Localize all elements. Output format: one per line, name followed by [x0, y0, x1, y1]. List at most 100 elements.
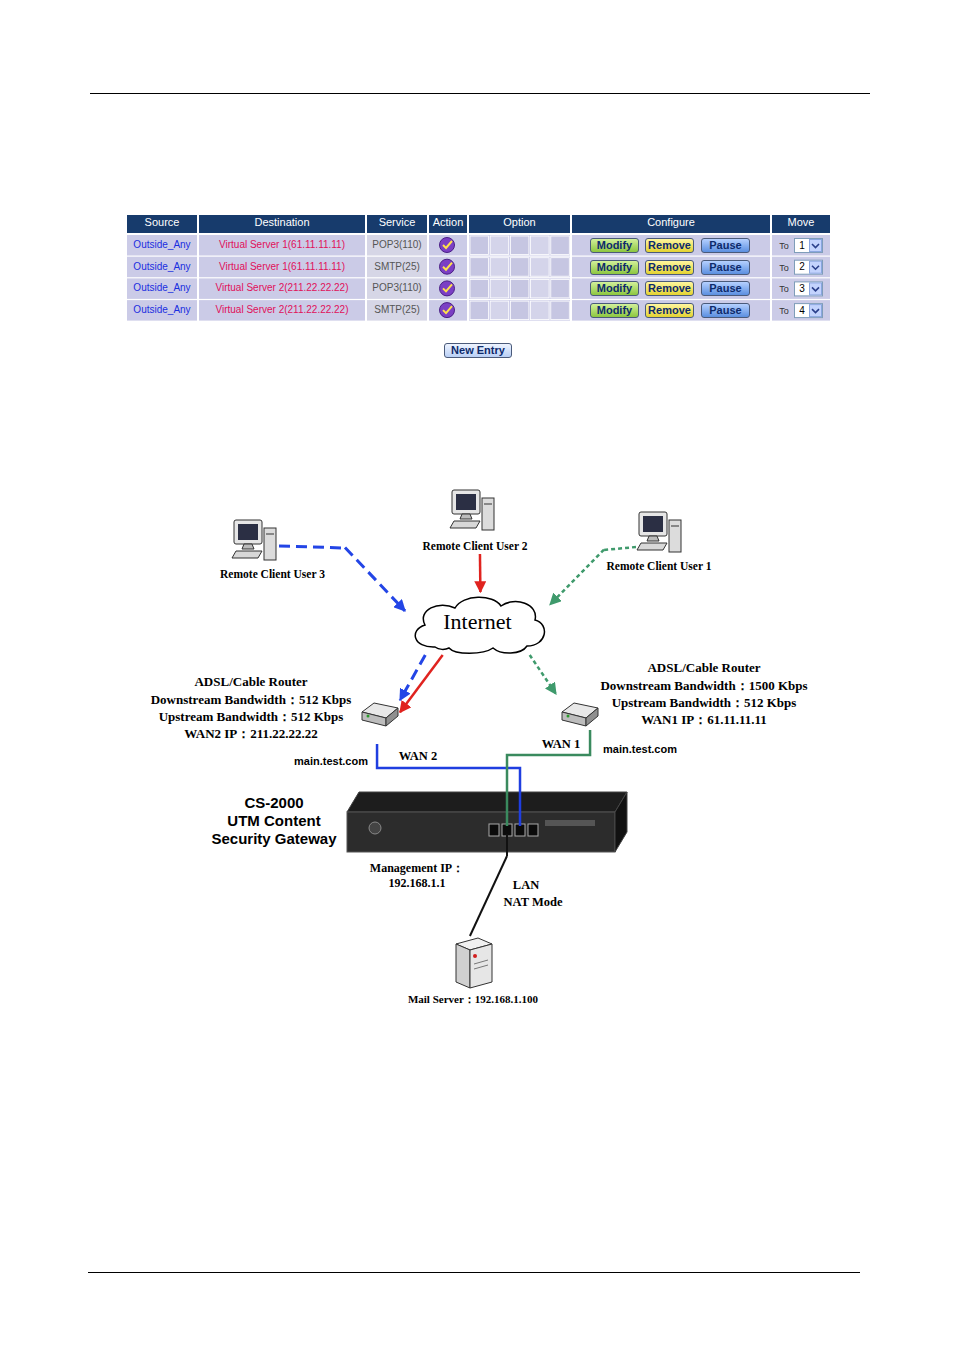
option-cell — [490, 258, 509, 277]
domain-label: main.test.com — [288, 755, 374, 767]
policy-table — [127, 215, 830, 321]
table-cell — [199, 278, 365, 299]
table-cell — [469, 300, 570, 321]
option-cell — [510, 236, 529, 255]
new-entry-button: New Entry — [444, 343, 512, 358]
device-side — [615, 792, 627, 852]
option-cell — [551, 236, 570, 255]
select-box — [795, 239, 823, 253]
table-cell — [199, 235, 365, 256]
table-button: Remove — [645, 238, 694, 253]
device-top — [347, 792, 627, 812]
option-cell — [531, 279, 550, 298]
cable-stub — [279, 546, 345, 548]
select-arrow — [812, 244, 819, 248]
node-text: Upstream Bandwidth：512 Kbps — [594, 694, 814, 712]
option-cell — [551, 258, 570, 277]
node-text: Remote Client User 3 — [200, 568, 345, 580]
keyboard — [232, 551, 262, 558]
stand — [460, 514, 472, 519]
node-text: Upstream Bandwidth：512 Kbps — [145, 708, 357, 726]
node-text: ADSL/Cable Router — [594, 660, 814, 676]
keyboard — [450, 521, 480, 528]
select-arrow — [812, 266, 819, 270]
option-cell — [470, 258, 489, 277]
port-label: WAN 2 — [397, 749, 439, 764]
table-cell-text: SMTP(25) — [367, 261, 427, 272]
table-button: Modify — [590, 303, 639, 318]
table-cell — [429, 300, 467, 321]
table-cell — [367, 300, 427, 321]
option-cell — [510, 279, 529, 298]
table-cell — [772, 300, 830, 321]
select-button — [810, 305, 822, 317]
device-badge — [545, 820, 595, 826]
connector — [479, 554, 482, 592]
table-header: Source — [127, 216, 197, 228]
drive-slot — [266, 534, 274, 535]
table-header: Move — [772, 216, 830, 228]
option-cell — [490, 279, 509, 298]
drive-slot — [671, 526, 679, 527]
table-cell — [127, 300, 197, 321]
table-cell — [367, 278, 427, 299]
option-cell — [551, 279, 570, 298]
ethernet-port — [489, 824, 499, 836]
table-cell-text: POP3(110) — [367, 282, 427, 293]
stand — [242, 544, 254, 549]
table-button: Modify — [590, 260, 639, 275]
action-icon — [440, 259, 455, 274]
table-cell-text: Virtual Server 1(61.11.11.11) — [199, 239, 365, 250]
ip-label: Management IP： — [366, 860, 468, 877]
tower — [482, 498, 494, 530]
port-label: WAN 1 — [538, 737, 584, 752]
node-text: Downstream Bandwidth：512 Kbps — [145, 691, 357, 709]
wan1-cable — [506, 790, 509, 826]
table-cell — [429, 278, 467, 299]
connector — [345, 547, 405, 610]
table-header: Destination — [199, 216, 365, 228]
table-button: Pause — [701, 260, 750, 275]
move-number: 3 — [796, 283, 808, 294]
move-number: 4 — [796, 305, 808, 316]
device-button — [369, 822, 381, 834]
connector — [470, 856, 507, 936]
node-text: Mail Server：192.168.1.100 — [396, 992, 550, 1007]
option-cell — [551, 301, 570, 320]
screen — [456, 494, 476, 510]
connector — [377, 744, 520, 790]
screen — [643, 516, 663, 532]
keyboard — [637, 543, 667, 550]
select-box — [795, 260, 823, 274]
connector — [550, 550, 604, 605]
monitor — [452, 490, 480, 514]
header-rule — [90, 93, 870, 94]
mail-server: Mail Server：192.168.1.100 — [396, 936, 550, 1006]
header-cell — [199, 215, 365, 233]
domain-label: main.test.com — [597, 743, 683, 755]
table-cell-text: POP3(110) — [367, 239, 427, 250]
table-cell — [127, 257, 197, 278]
select-button — [810, 240, 822, 252]
ip-label: 192.168.1.1 — [366, 876, 468, 891]
table-cell-text: Outside_Any — [127, 239, 197, 250]
table-button: Remove — [645, 260, 694, 275]
monitor — [639, 512, 667, 536]
table-header: Option — [469, 216, 570, 228]
table-button: Remove — [645, 281, 694, 296]
client-computer: Remote Client User 3 — [200, 518, 345, 582]
move-text: To — [776, 306, 792, 316]
table-cell — [572, 257, 770, 278]
node-text: WAN1 IP：61.11.11.11 — [594, 711, 814, 729]
action-icon — [440, 238, 455, 253]
table-cell — [572, 300, 770, 321]
server-led — [473, 954, 477, 958]
action-icon — [440, 303, 455, 318]
client-computer-icon — [637, 510, 683, 556]
internet-cloud: Internet — [405, 592, 550, 655]
action-icon — [440, 281, 455, 296]
option-cell — [470, 236, 489, 255]
table-cell — [127, 235, 197, 256]
router-side — [386, 708, 398, 726]
monitor — [234, 520, 262, 544]
